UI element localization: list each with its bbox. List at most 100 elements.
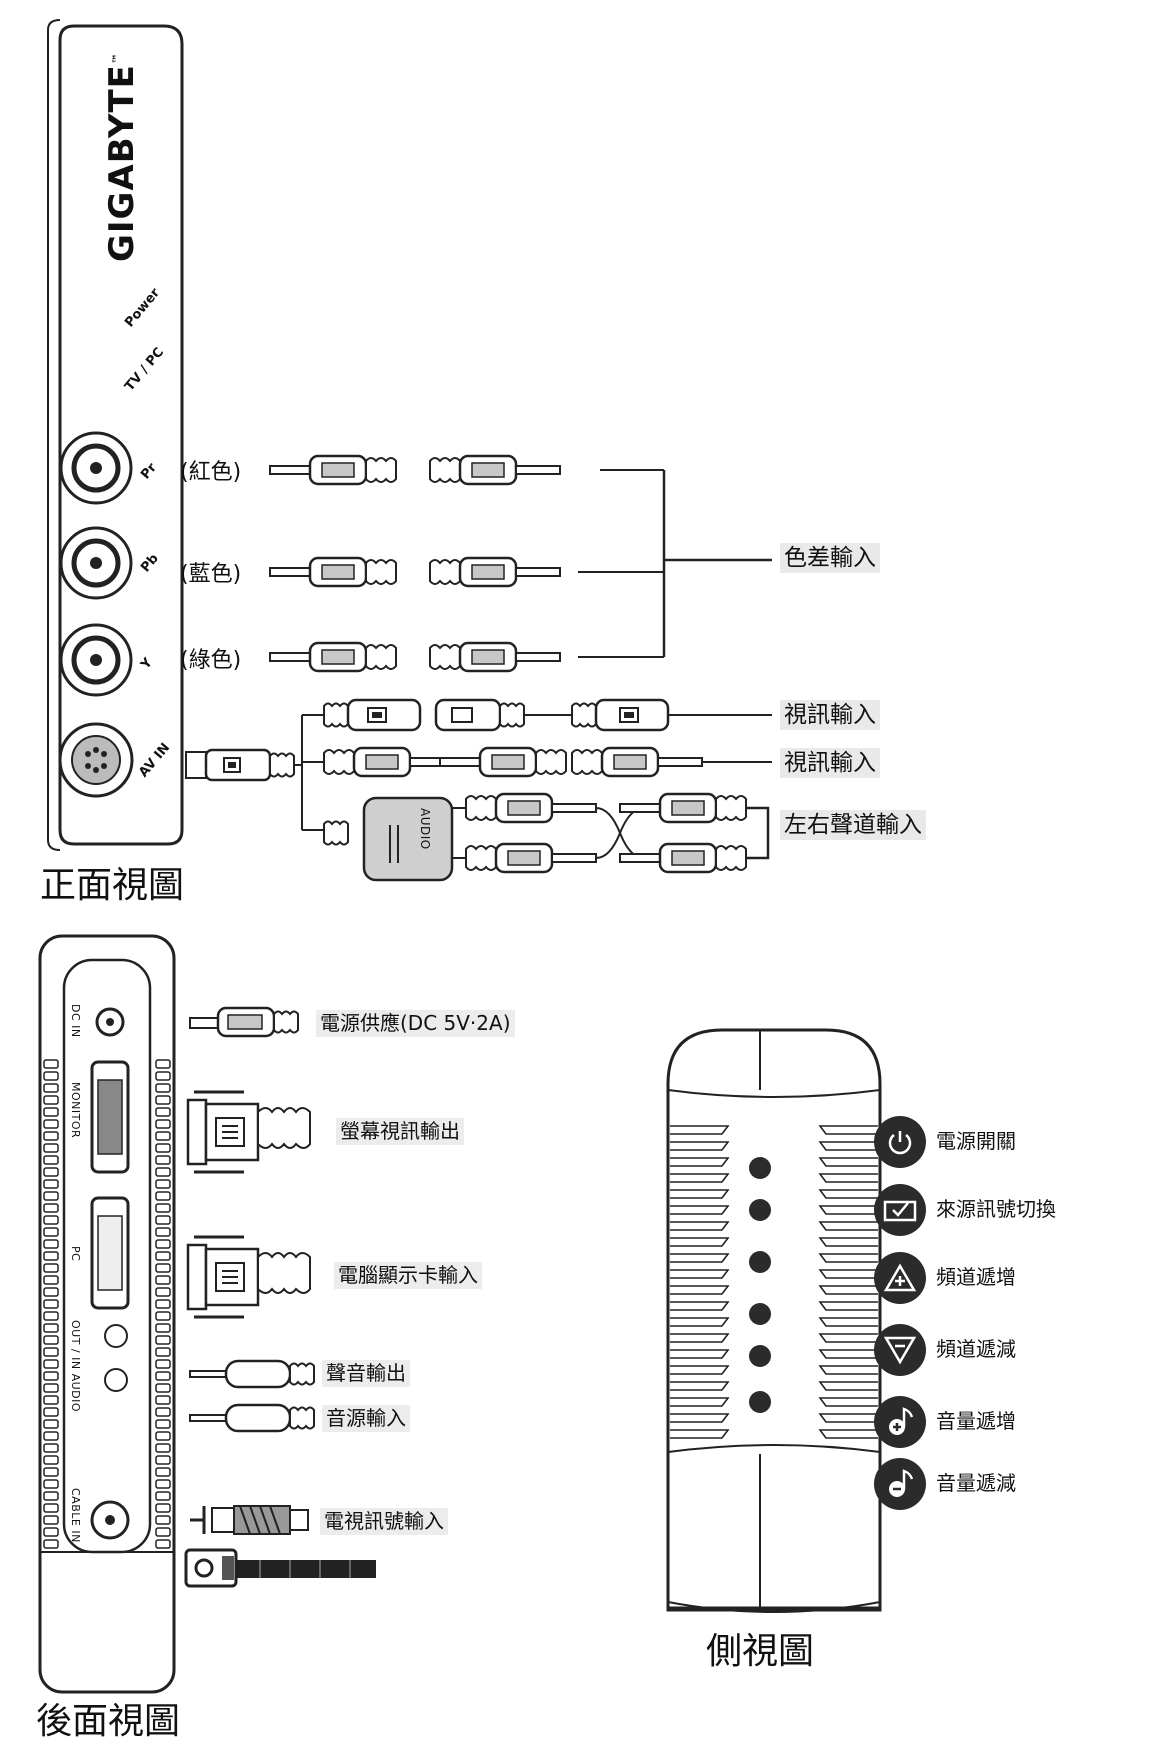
audio-output-label: 聲音輸出 bbox=[322, 1360, 410, 1387]
grip-rib bbox=[155, 1467, 171, 1477]
grip-rib bbox=[43, 1515, 59, 1525]
grip-rib bbox=[818, 1173, 878, 1183]
grip-rib bbox=[155, 1203, 171, 1213]
side-buttons bbox=[749, 1157, 771, 1413]
grip-rib bbox=[43, 1347, 59, 1357]
grip-rib bbox=[43, 1383, 59, 1393]
grip-rib bbox=[43, 1527, 59, 1537]
pc-cable bbox=[186, 1235, 312, 1319]
grip-rib bbox=[43, 1191, 59, 1201]
power-switch-label: 電源開關 bbox=[936, 1129, 1016, 1153]
grip-rib bbox=[155, 1455, 171, 1465]
cable-in-port[interactable] bbox=[90, 1500, 130, 1540]
channel-down-label: 頻道遞減 bbox=[936, 1337, 1016, 1361]
volume-up-label: 音量遞增 bbox=[936, 1409, 1016, 1433]
grip-rib bbox=[818, 1397, 878, 1407]
grip-rib bbox=[670, 1365, 730, 1375]
component-bracket bbox=[662, 470, 772, 657]
grip-rib bbox=[155, 1311, 171, 1321]
grip-rib bbox=[43, 1311, 59, 1321]
grip-rib bbox=[155, 1131, 171, 1141]
grip-rib bbox=[43, 1179, 59, 1189]
grip-rib bbox=[670, 1285, 730, 1295]
back-grip-right bbox=[155, 1059, 171, 1549]
grip-rib bbox=[155, 1503, 171, 1513]
tv-antenna-cable bbox=[184, 1505, 376, 1588]
grip-rib bbox=[155, 1347, 171, 1357]
side-grip-left bbox=[670, 1125, 730, 1439]
side-grip-right bbox=[818, 1125, 878, 1439]
pb-color-label: (藍色) bbox=[180, 562, 242, 587]
audio-input-label: 音源輸入 bbox=[322, 1405, 410, 1432]
front-view-title: 正面視圖 bbox=[40, 865, 185, 906]
grip-rib bbox=[43, 1275, 59, 1285]
brand-logo: GIGABYTE™ bbox=[102, 52, 142, 262]
grip-rib bbox=[155, 1083, 171, 1093]
grip-rib bbox=[670, 1381, 730, 1391]
grip-rib bbox=[670, 1317, 730, 1327]
pc-port[interactable] bbox=[90, 1196, 130, 1310]
composite-cable bbox=[322, 746, 772, 778]
grip-rib bbox=[43, 1323, 59, 1333]
dc-power-cable bbox=[189, 1006, 299, 1038]
pc-label: PC bbox=[69, 1246, 82, 1262]
grip-rib bbox=[43, 1143, 59, 1153]
grip-rib bbox=[155, 1059, 171, 1069]
pb-port[interactable] bbox=[59, 526, 133, 600]
pc-input-label: 電腦顯示卡輸入 bbox=[334, 1262, 482, 1289]
monitor-label: MONITOR bbox=[69, 1082, 82, 1139]
grip-rib bbox=[43, 1455, 59, 1465]
grip-rib bbox=[818, 1349, 878, 1359]
grip-rib bbox=[670, 1413, 730, 1423]
grip-rib bbox=[43, 1299, 59, 1309]
grip-rib bbox=[818, 1237, 878, 1247]
grip-rib bbox=[818, 1285, 878, 1295]
grip-rib bbox=[670, 1237, 730, 1247]
grip-rib bbox=[155, 1239, 171, 1249]
grip-rib bbox=[670, 1253, 730, 1263]
grip-rib bbox=[155, 1407, 171, 1417]
grip-rib bbox=[155, 1335, 171, 1345]
grip-rib bbox=[670, 1429, 730, 1439]
grip-rib bbox=[155, 1155, 171, 1165]
grip-rib bbox=[670, 1205, 730, 1215]
audio-ports-label: OUT / IN AUDIO bbox=[69, 1320, 82, 1413]
grip-rib bbox=[155, 1107, 171, 1117]
grip-rib bbox=[818, 1381, 878, 1391]
grip-rib bbox=[43, 1443, 59, 1453]
grip-rib bbox=[43, 1407, 59, 1417]
audio-out-port[interactable] bbox=[104, 1324, 128, 1348]
grip-rib bbox=[155, 1251, 171, 1261]
monitor-port[interactable] bbox=[90, 1060, 130, 1174]
grip-rib bbox=[155, 1371, 171, 1381]
grip-rib bbox=[670, 1141, 730, 1151]
y-port[interactable] bbox=[59, 623, 133, 697]
grip-rib bbox=[818, 1141, 878, 1151]
grip-rib bbox=[155, 1215, 171, 1225]
channel-up-label: 頻道遞增 bbox=[936, 1265, 1016, 1289]
source-switch-icon bbox=[874, 1184, 926, 1236]
grip-rib bbox=[155, 1143, 171, 1153]
audio-out-cable bbox=[188, 1359, 316, 1389]
grip-rib bbox=[818, 1413, 878, 1423]
grip-rib bbox=[43, 1227, 59, 1237]
pr-port[interactable] bbox=[59, 431, 133, 505]
grip-rib bbox=[818, 1221, 878, 1231]
grip-rib bbox=[818, 1189, 878, 1199]
grip-rib bbox=[155, 1539, 171, 1549]
av-in-port[interactable] bbox=[58, 722, 134, 798]
source-switch-label: 來源訊號切換 bbox=[936, 1197, 1056, 1221]
grip-rib bbox=[155, 1383, 171, 1393]
monitor-output-label: 螢幕視訊輸出 bbox=[336, 1118, 464, 1145]
dc-in-port[interactable] bbox=[95, 1007, 125, 1037]
grip-rib bbox=[670, 1125, 730, 1135]
audio-in-port[interactable] bbox=[104, 1368, 128, 1392]
component-input-label: 色差輸入 bbox=[780, 543, 880, 574]
grip-rib bbox=[818, 1125, 878, 1135]
back-device bbox=[38, 934, 176, 1694]
pb-cable bbox=[268, 556, 664, 588]
grip-rib bbox=[155, 1119, 171, 1129]
grip-rib bbox=[155, 1527, 171, 1537]
grip-rib bbox=[43, 1539, 59, 1549]
grip-rib bbox=[670, 1269, 730, 1279]
